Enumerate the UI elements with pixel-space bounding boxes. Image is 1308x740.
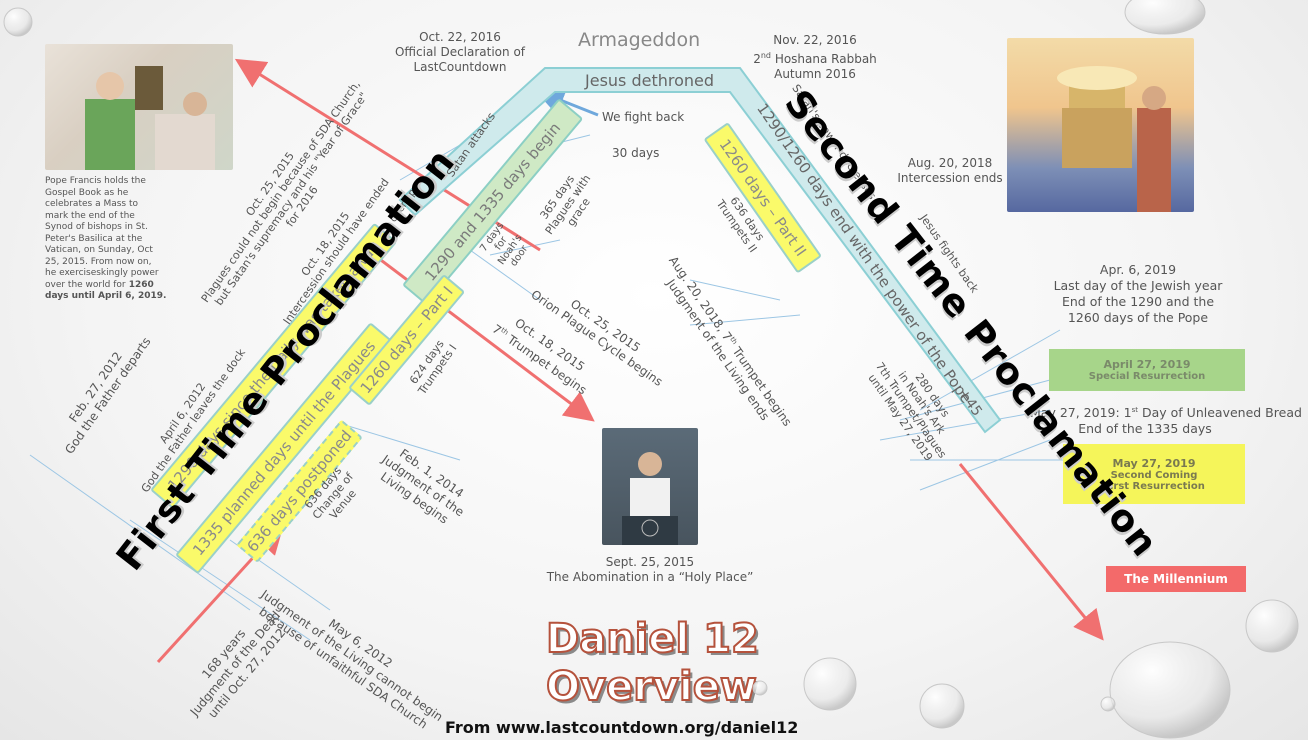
oct22-line1: Official Declaration of bbox=[394, 45, 526, 59]
high-priest-sanctuary-painting bbox=[1007, 38, 1194, 212]
we-fight-back-label: We fight back bbox=[602, 110, 685, 124]
title-daniel-12: Daniel 12 bbox=[545, 615, 760, 663]
box-label: Special Resurrection bbox=[1088, 371, 1206, 382]
pope-holding-gospel-photo bbox=[45, 44, 233, 170]
box-label: Second Coming bbox=[1110, 469, 1198, 481]
box-date: May 27, 2019 bbox=[1112, 456, 1196, 470]
oct22-date: Oct. 22, 2016 bbox=[419, 30, 501, 44]
note-line: Aug. 20, 2018 bbox=[907, 156, 993, 170]
caption-line: 25, 2015. From now on, bbox=[45, 256, 152, 267]
note-line: Intercession ends bbox=[897, 171, 1003, 185]
caption-line: celebrates a Mass to bbox=[45, 199, 138, 209]
oct22-2016-block: Oct. 22, 2016 Official Declaration of La… bbox=[390, 30, 530, 75]
millennium-box: The Millennium bbox=[1106, 566, 1246, 592]
note-line: The Abomination in a “Holy Place” bbox=[546, 570, 754, 584]
may27-unleavened-block: May 27, 2019: 1st Day of Unleavened Brea… bbox=[1030, 402, 1302, 437]
caption-line: mark the end of the bbox=[45, 210, 135, 221]
note-line: Last day of the Jewish year bbox=[1053, 278, 1223, 293]
millennium-label: The Millennium bbox=[1124, 572, 1228, 586]
caption-line: over the world for 1260 bbox=[45, 279, 154, 290]
nov22-line2: Autumn 2016 bbox=[774, 67, 856, 81]
apr6-2019-block: Apr. 6, 2019 Last day of the Jewish year… bbox=[1038, 262, 1238, 326]
nov22-2016-block: Nov. 22, 2016 2nd Hoshana Rabbah Autumn … bbox=[750, 33, 880, 82]
source-footer: From www.lastcountdown.org/daniel12 bbox=[445, 718, 799, 737]
caption-line: Gospel Book as he bbox=[45, 187, 129, 198]
note-line: May 27, 2019: 1st Day of Unleavened Brea… bbox=[1030, 405, 1302, 421]
may27-2019-box: May 27, 2019 Second Coming First Resurre… bbox=[1063, 444, 1245, 504]
caption-line: Synod of bishops in St. bbox=[45, 222, 148, 232]
caption-line: he exerciseskingly power bbox=[45, 268, 159, 278]
apr27-2019-box: April 27, 2019 Special Resurrection bbox=[1049, 349, 1245, 391]
note-line: 1260 days of the Pope bbox=[1067, 310, 1209, 325]
box-date: April 27, 2019 bbox=[1103, 358, 1191, 371]
pope-at-un-photo bbox=[602, 428, 698, 545]
note-line: Sept. 25, 2015 bbox=[605, 555, 695, 569]
note-line: End of the 1290 and the bbox=[1061, 294, 1215, 309]
pope-photo-caption: Pope Francis holds the Gospel Book as he… bbox=[45, 176, 166, 303]
jesus-dethroned-label: Jesus dethroned bbox=[585, 71, 715, 90]
box-label: First Resurrection bbox=[1103, 480, 1205, 492]
title-overview: Overview bbox=[545, 663, 758, 711]
armageddon-label: Armageddon bbox=[578, 29, 701, 51]
note-line: Apr. 6, 2019 bbox=[1099, 262, 1177, 277]
note-line: End of the 1335 days bbox=[1078, 421, 1212, 437]
caption-bold-line: days until April 6, 2019. bbox=[45, 291, 167, 301]
oct22-line2: LastCountdown bbox=[413, 60, 507, 74]
caption-line: Pope Francis holds the bbox=[45, 176, 146, 186]
thirty-days-label: 30 days bbox=[612, 146, 660, 160]
sept25-caption: Sept. 25, 2015 The Abomination in a “Hol… bbox=[540, 555, 760, 585]
nov22-date: Nov. 22, 2016 bbox=[773, 33, 857, 47]
aug20-2018-block: Aug. 20, 2018 Intercession ends bbox=[890, 156, 1010, 186]
nov22-line1: 2nd Hoshana Rabbah bbox=[753, 51, 877, 66]
caption-line: Peter's Basilica at the bbox=[45, 233, 143, 244]
caption-line: Vatican, on Sunday, Oct bbox=[45, 245, 153, 255]
